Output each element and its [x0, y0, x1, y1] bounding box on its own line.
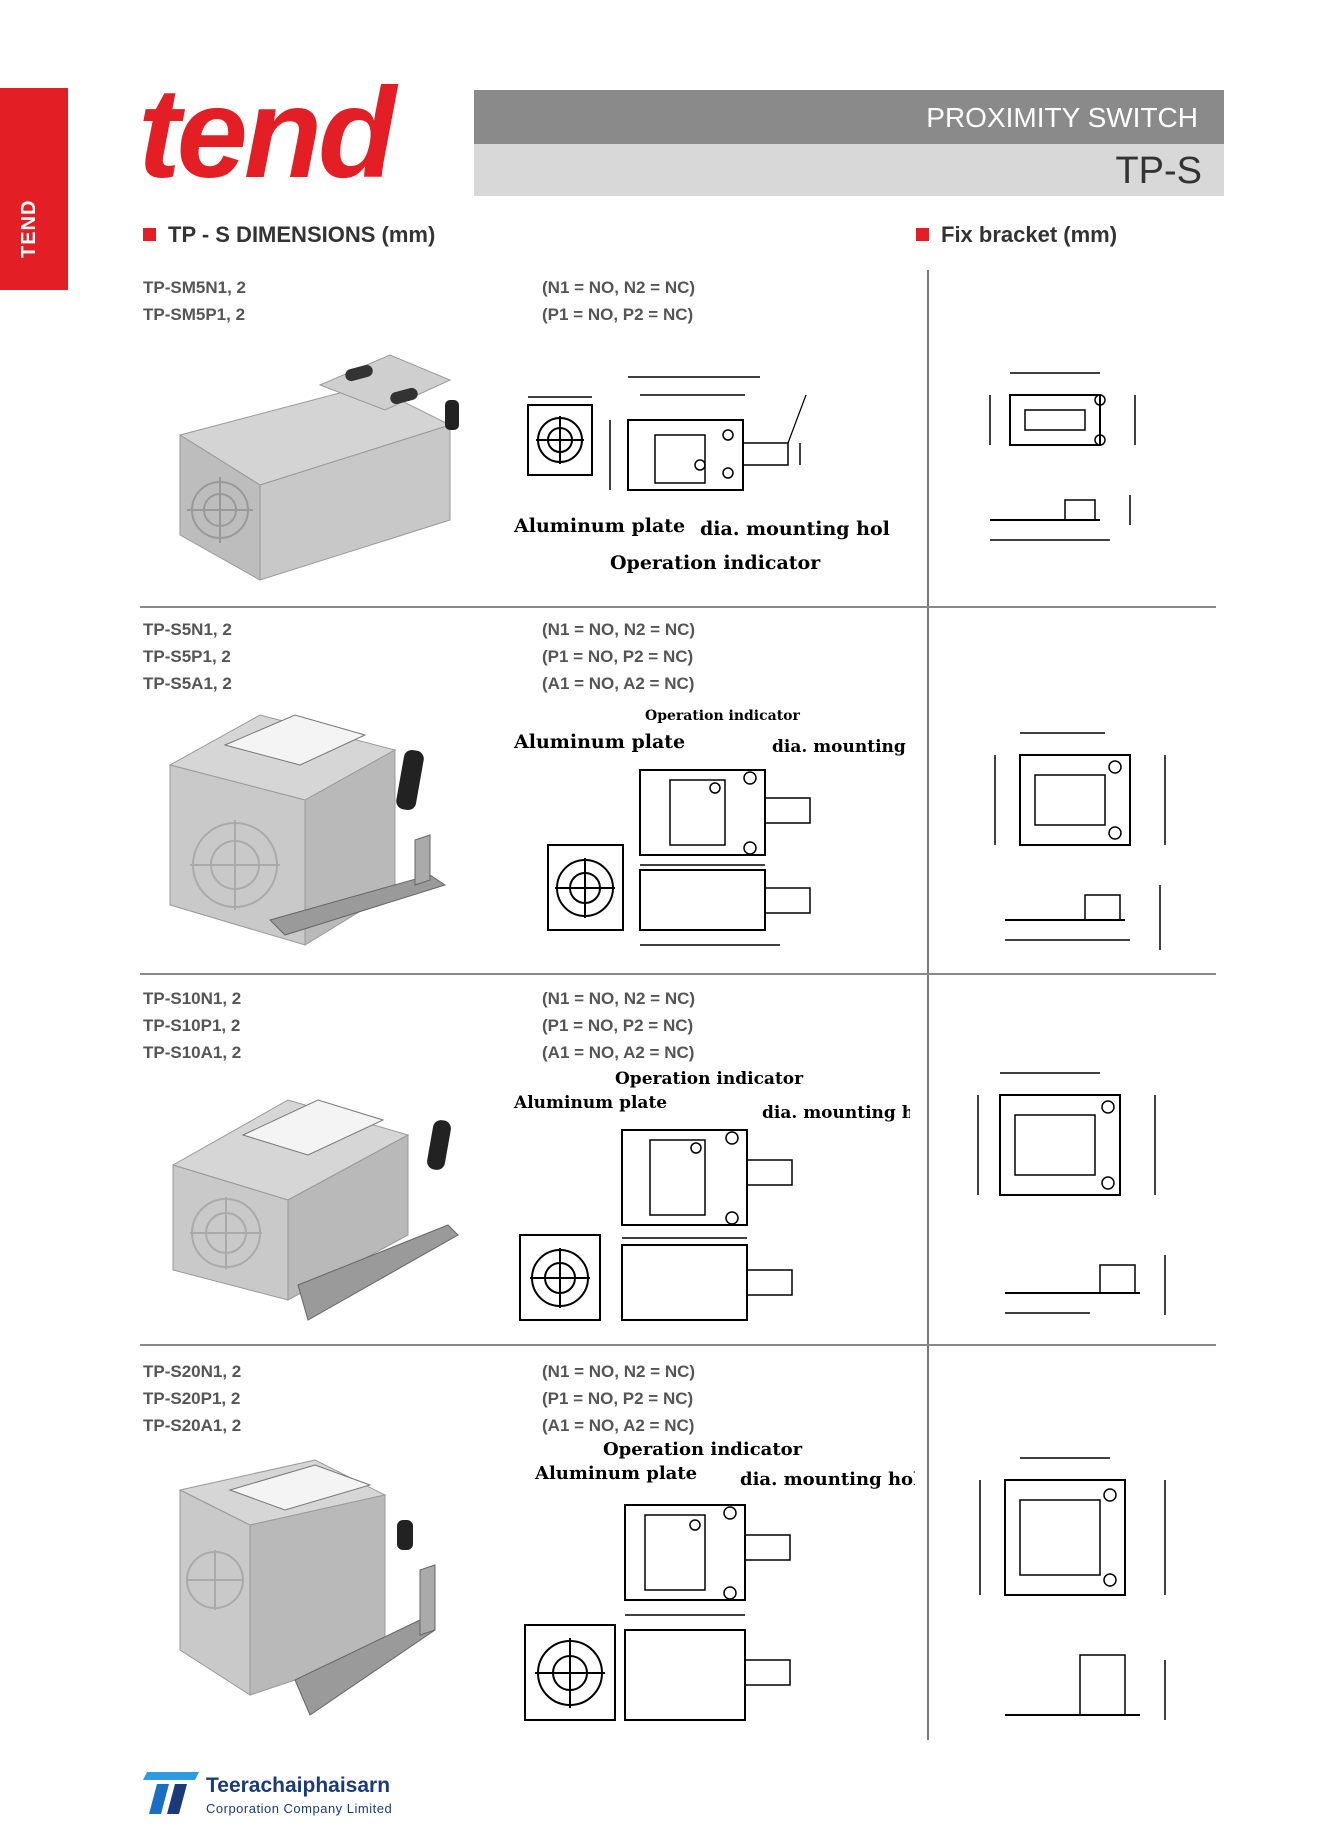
bullet-square-icon	[916, 228, 929, 241]
model-list: TP-SM5N1, 2 TP-SM5P1, 2	[143, 274, 246, 328]
model-code: TP-S10N1, 2	[143, 989, 242, 1008]
model-code: TP-S20P1, 2	[143, 1389, 241, 1408]
company-subtitle: Corporation Company Limited	[206, 1801, 393, 1816]
contact-notes: (N1 = NO, N2 = NC) (P1 = NO, P2 = NC) (A…	[542, 985, 695, 1066]
sensor-photo	[178, 354, 459, 581]
drawing-label: dia. mounting hole	[740, 1469, 915, 1490]
model-code: TP-S10P1, 2	[143, 1016, 241, 1035]
sensor-photo	[171, 1099, 459, 1321]
drawing-label: Aluminum plate	[513, 731, 685, 753]
contact-notes: (N1 = NO, N2 = NC) (P1 = NO, P2 = NC) (A…	[542, 616, 695, 697]
drawing-label: dia. mounting hole	[762, 1103, 910, 1123]
drawing-label: Aluminum plate	[534, 1463, 697, 1484]
bracket-drawing	[979, 1457, 1166, 1720]
column-divider	[927, 270, 929, 1740]
dimensions-title-text: TP - S DIMENSIONS (mm)	[168, 222, 436, 247]
bracket-title-text: Fix bracket (mm)	[941, 222, 1118, 247]
contact-note: (P1 = NO, P2 = NC)	[542, 305, 694, 324]
model-list: TP-S5N1, 2 TP-S5P1, 2 TP-S5A1, 2	[143, 616, 232, 697]
contact-note: (N1 = NO, N2 = NC)	[542, 989, 696, 1008]
model-code: TP-S5P1, 2	[143, 647, 231, 666]
company-name: Teerachaiphaisarn	[206, 1774, 391, 1797]
model-code: TP-SM5P1, 2	[143, 305, 246, 324]
drawing-label: Operation indicator	[615, 1069, 804, 1089]
drawing-label: Operation indicator	[603, 1439, 803, 1460]
contact-note: (P1 = NO, P2 = NC)	[542, 1389, 694, 1408]
row-divider	[140, 973, 1216, 975]
contact-note: (N1 = NO, N2 = NC)	[542, 620, 696, 639]
brand-logo: tend	[138, 62, 396, 205]
dimension-drawing: Operation indicator Aluminum plate dia. …	[524, 1439, 915, 1721]
drawing-label: Operation indicator	[645, 708, 801, 724]
header-category-bar: PROXIMITY SWITCH	[474, 90, 1224, 144]
contact-note: (A1 = NO, A2 = NC)	[542, 1043, 695, 1062]
model-code: TP-SM5N1, 2	[143, 278, 246, 297]
bullet-square-icon	[143, 228, 156, 241]
sensor-photo	[168, 714, 447, 946]
model-code: TP-S10A1, 2	[143, 1043, 242, 1062]
contact-note: (N1 = NO, N2 = NC)	[542, 278, 696, 297]
header-model: TP-S	[1115, 150, 1202, 192]
header-model-bar: TP-S	[474, 144, 1224, 196]
model-code: TP-S20N1, 2	[143, 1362, 242, 1381]
bracket-drawing	[989, 372, 1136, 541]
contact-note: (P1 = NO, P2 = NC)	[542, 1016, 694, 1035]
bracket-drawing	[977, 1072, 1166, 1315]
row-divider	[140, 1344, 1216, 1346]
company-logo-icon	[143, 1772, 199, 1814]
contact-note: (A1 = NO, A2 = NC)	[542, 674, 695, 693]
drawing-label: Aluminum plate	[513, 1093, 667, 1113]
contact-note: (A1 = NO, A2 = NC)	[542, 1416, 695, 1435]
sensor-photo	[178, 1459, 436, 1716]
contact-note: (P1 = NO, P2 = NC)	[542, 647, 694, 666]
header-category: PROXIMITY SWITCH	[926, 102, 1198, 133]
dimension-drawing: Aluminum plate dia. mounting hole Operat…	[513, 376, 890, 574]
dimensions-title: TP - S DIMENSIONS (mm)	[143, 222, 435, 248]
contact-notes: (N1 = NO, N2 = NC) (P1 = NO, P2 = NC) (A…	[542, 1358, 695, 1439]
drawing-label: dia. mounting hole	[772, 737, 910, 757]
dimension-drawing: Operation indicator Aluminum plate dia. …	[513, 1069, 910, 1321]
side-tab-label: TEND	[18, 199, 40, 258]
contact-notes: (N1 = NO, N2 = NC) (P1 = NO, P2 = NC)	[542, 274, 695, 328]
drawing-label: dia. mounting hole	[700, 518, 890, 540]
contact-note: (N1 = NO, N2 = NC)	[542, 1362, 696, 1381]
bracket-drawing	[994, 732, 1166, 950]
model-code: TP-S5N1, 2	[143, 620, 232, 639]
model-list: TP-S20N1, 2 TP-S20P1, 2 TP-S20A1, 2	[143, 1358, 241, 1439]
row-divider	[140, 606, 1216, 608]
side-tab: TEND	[0, 88, 68, 290]
drawing-label: Aluminum plate	[513, 515, 685, 537]
drawing-label: Operation indicator	[610, 552, 821, 574]
model-list: TP-S10N1, 2 TP-S10P1, 2 TP-S10A1, 2	[143, 985, 241, 1066]
bracket-title: Fix bracket (mm)	[916, 222, 1117, 248]
model-code: TP-S20A1, 2	[143, 1416, 242, 1435]
model-code: TP-S5A1, 2	[143, 674, 232, 693]
dimension-drawing: Operation indicator Aluminum plate dia. …	[513, 708, 910, 946]
